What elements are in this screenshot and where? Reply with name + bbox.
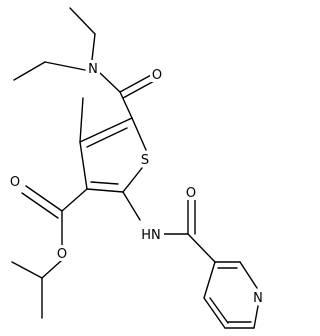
bond-isopropyl-ch3-a [11, 261, 43, 279]
molecule-canvas: N O S O O HN O N [8, 7, 265, 329]
bond-amide-c-o-1 [119, 73, 154, 93]
bond-c4-c5-2 [86, 127, 128, 148]
bonds [11, 7, 259, 329]
bond-c2-nh [122, 191, 141, 221]
atom-labels: N O S O O HN O N [8, 60, 265, 306]
bond-c2-c3-2 [90, 181, 119, 185]
bond-py-c4-c5 [203, 297, 226, 329]
bond-ethyl1-ch2-n [91, 33, 96, 61]
atom-n-amide: N [86, 60, 100, 77]
bond-c4-methyl [79, 97, 84, 143]
bond-s-c2 [122, 167, 143, 193]
bond-py-n-c2-1 [239, 261, 258, 289]
bond-ester-c-o-2 [21, 192, 59, 219]
bond-c5-s [131, 117, 147, 151]
bond-c3-ester-c [61, 188, 88, 212]
atom-nh-amide: HN [139, 226, 164, 243]
atom-s-ring: S [139, 151, 152, 168]
bond-c4-c5-1 [79, 117, 133, 143]
atom-n-pyridine: N [251, 289, 265, 306]
bond-c3-c4 [79, 141, 88, 190]
bond-ester-c-o-1 [25, 185, 63, 212]
bond-n-amide-carbon [99, 72, 121, 93]
bond-amide-c-ring [119, 91, 133, 119]
bond-amide-c-o-2 [122, 79, 157, 99]
atom-s-ring-label: S [141, 153, 149, 168]
bond-py-c3-c4-1 [203, 261, 216, 299]
bond-py-c4-c5-2 [209, 297, 229, 324]
atom-o-amide: O [150, 66, 164, 83]
atom-n-pyridine-label: N [253, 291, 263, 306]
bond-carbonyl-pyridine [187, 233, 216, 263]
structure-diagram: N O S O O HN O N [8, 7, 265, 329]
bond-ethyl2-ch2-n [44, 61, 86, 71]
atom-n-amide-label: N [88, 62, 98, 77]
bond-ethyl1-ch3 [69, 7, 96, 35]
atom-o-nicotinoyl: O [184, 184, 198, 201]
atom-o-ester: O [55, 245, 69, 262]
atom-o-nicotinoyl-label: O [186, 186, 196, 201]
bond-py-c6-n [253, 305, 259, 329]
atom-nh-amide-label: HN [141, 228, 161, 243]
bond-o-isopropyl [41, 259, 63, 279]
bond-c2-c3-1 [86, 188, 124, 193]
atom-o-ester-carbonyl: O [8, 173, 22, 190]
atom-o-ester-carbonyl-label: O [10, 175, 20, 190]
atom-o-ester-label: O [57, 247, 67, 262]
bond-ethyl2-ch3 [13, 61, 46, 81]
atom-o-amide-label: O [152, 68, 162, 83]
